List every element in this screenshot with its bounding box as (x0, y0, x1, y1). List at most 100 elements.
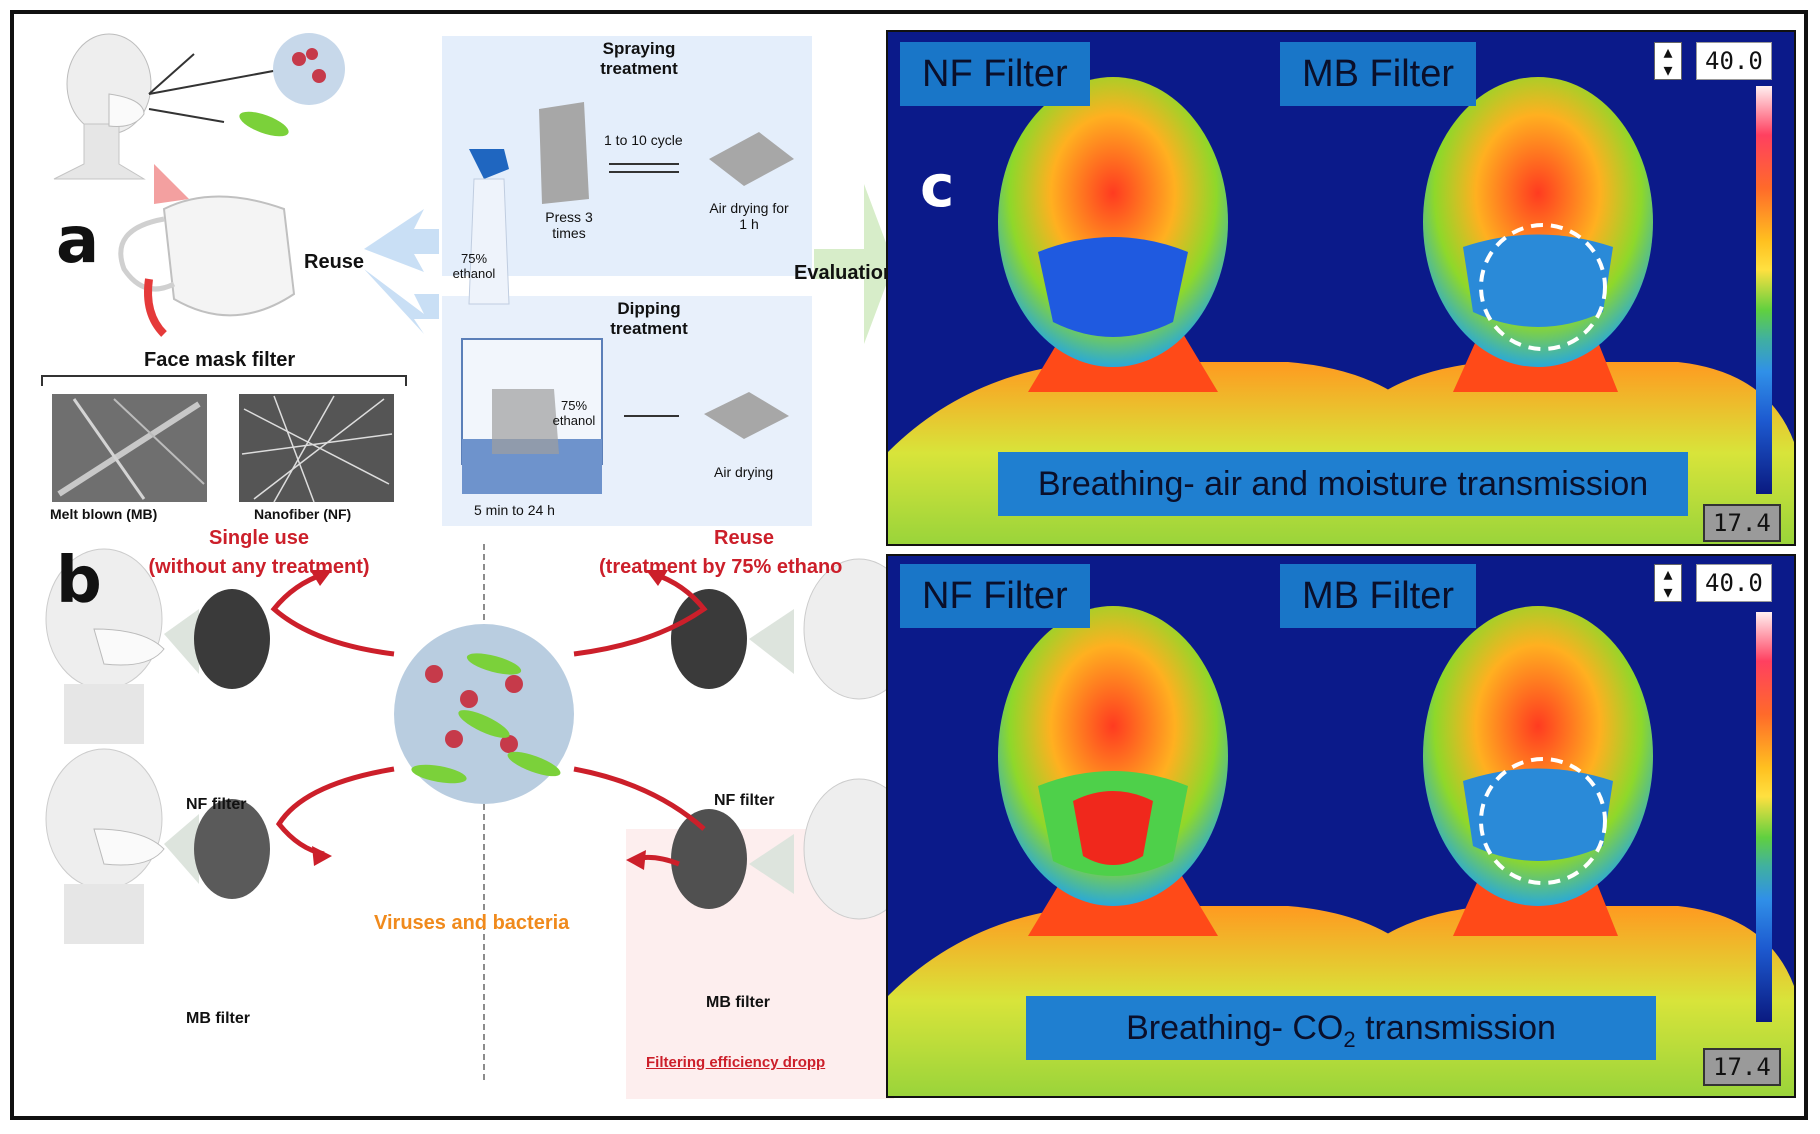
panel-a-illustration (41, 33, 894, 526)
face-mask-filter-title: Face mask filter (144, 349, 296, 371)
mb-filter-disc-left (194, 799, 270, 899)
caption-bottom-subscript: 2 (1343, 1026, 1356, 1052)
color-scale-top (1756, 86, 1772, 494)
arrow-line (148, 53, 195, 95)
virus-bubble (273, 33, 345, 105)
red-curved-arrow (144, 278, 167, 337)
nf-filter-label-left: NF filter (186, 796, 247, 813)
nf-filter-tag-top: NF Filter (900, 42, 1090, 106)
caption-bottom: Breathing- CO2 transmission (1026, 996, 1656, 1060)
evaluation-label: Evaluation (794, 262, 894, 284)
virus-icon (505, 675, 523, 693)
bacteria-icon (507, 751, 561, 777)
nf-filter-disc-right (671, 589, 747, 689)
press-label: Press 3 times (545, 209, 593, 241)
mb-leak-circle (1479, 223, 1607, 351)
virus-icon (500, 735, 518, 753)
air-drying-1h: Air drying for 1 h (709, 200, 789, 232)
single-use-line1: Single use (208, 527, 310, 549)
caption-top: Breathing- air and moisture transmission (998, 452, 1688, 516)
virus-icon (445, 730, 463, 748)
caption-bottom-prefix: Breathing- CO (1126, 1009, 1344, 1047)
red-arrow (275, 766, 395, 857)
head-icon (803, 778, 894, 920)
evaluation-arrow (814, 184, 894, 344)
head-icon (53, 33, 152, 180)
dip-time-label: 5 min to 24 h (474, 502, 555, 518)
mb-filter-label-right: MB filter (706, 994, 770, 1011)
virus-icon (460, 690, 478, 708)
nf-filter-disc-left (194, 589, 270, 689)
dried-sheet-icon (709, 132, 794, 186)
panel-b-illustration (45, 544, 894, 1099)
color-scale-bottom (1756, 612, 1772, 1022)
single-use-line2: (without any treatment) (148, 556, 370, 578)
virus-icon (312, 69, 326, 83)
figure-frame: a Reuse Face mask filter Melt blown (MB)… (10, 10, 1808, 1120)
bacteria-icon (466, 653, 522, 675)
scale-stepper-icon[interactable]: ▴▾ (1654, 564, 1682, 602)
dip-ethanol-label: 75% ethanol (552, 398, 596, 428)
head-icon (45, 548, 165, 744)
spraying-title: Spraying treatment (600, 39, 678, 78)
red-arrow (573, 766, 706, 831)
panel-b-letter: b (56, 544, 102, 618)
min-temp-bottom: 17.4 (1703, 1048, 1781, 1086)
submerged-sheet (492, 389, 559, 454)
spray-bottle-icon (468, 149, 510, 305)
max-temp-bottom: 40.0 (1696, 564, 1772, 602)
cycle-label: 1 to 10 cycle (604, 132, 683, 148)
mb-mask (1463, 234, 1613, 327)
face-mask-icon (118, 195, 296, 317)
cone (749, 834, 794, 894)
mb-caption: Melt blown (MB) (50, 506, 158, 522)
mb-leak-circle (1479, 757, 1607, 885)
reuse-arrow-down (364, 269, 439, 334)
arrow-line (148, 108, 225, 123)
panel-a-letter: a (56, 204, 100, 278)
reuse-arrow-up (364, 209, 439, 272)
dipping-title: Dipping treatment (610, 299, 688, 338)
bacteria-icon (239, 111, 289, 137)
virus-icon (292, 52, 306, 66)
nf-filter-label-right: NF filter (714, 792, 775, 809)
air-drying-label: Air drying (714, 464, 774, 480)
mb-filter-label-left: MB filter (186, 1010, 250, 1027)
max-temp-top: 40.0 (1696, 42, 1772, 80)
red-arrow (573, 571, 708, 657)
thermal-image-top: NF Filter MB Filter c ▴▾ 40.0 17.4 Breat… (886, 30, 1796, 546)
bacteria-icon (411, 764, 467, 784)
panel-c-letter: c (920, 152, 955, 220)
mb-filter-tag-bottom: MB Filter (1280, 564, 1476, 628)
caption-bottom-suffix: transmission (1355, 1009, 1556, 1047)
arrow-line (148, 68, 285, 95)
virus-icon (425, 665, 443, 683)
filter-sheet-icon (539, 102, 589, 204)
scale-stepper-icon[interactable]: ▴▾ (1654, 42, 1682, 80)
mb-filter-tag-top: MB Filter (1280, 42, 1476, 106)
pink-arrow (154, 164, 189, 204)
head-icon (803, 558, 894, 700)
mb-filter-disc-right (671, 809, 747, 909)
cone (164, 609, 199, 674)
bacteria-icon (458, 710, 510, 738)
viruses-bacteria-label: Viruses and bacteria (374, 912, 570, 934)
reuse-line2: (treatment by 75% ethano (599, 556, 843, 578)
nf-caption: Nanofiber (NF) (254, 506, 352, 522)
virus-icon (306, 48, 318, 60)
min-temp-top: 17.4 (1703, 504, 1781, 542)
cone (749, 609, 794, 674)
nf-filter-tag-bottom: NF Filter (900, 564, 1090, 628)
red-arrow (270, 571, 395, 657)
mb-mask (1463, 768, 1613, 861)
bracket (41, 375, 407, 386)
nf-mask-cool (1038, 237, 1188, 337)
nf-co2-hotspot (1073, 791, 1153, 865)
thermal-image-bottom: NF Filter MB Filter ▴▾ 40.0 17.4 Breathi… (886, 554, 1796, 1098)
head-icon (45, 748, 165, 944)
spray-bottle-label: 75% ethanol (452, 251, 496, 281)
reuse-line1: Reuse (714, 527, 775, 549)
efficiency-drop-label: Filtering efficiency dropp (646, 1054, 826, 1071)
dried-sheet-icon (704, 392, 789, 439)
reuse-label: Reuse (304, 251, 365, 273)
